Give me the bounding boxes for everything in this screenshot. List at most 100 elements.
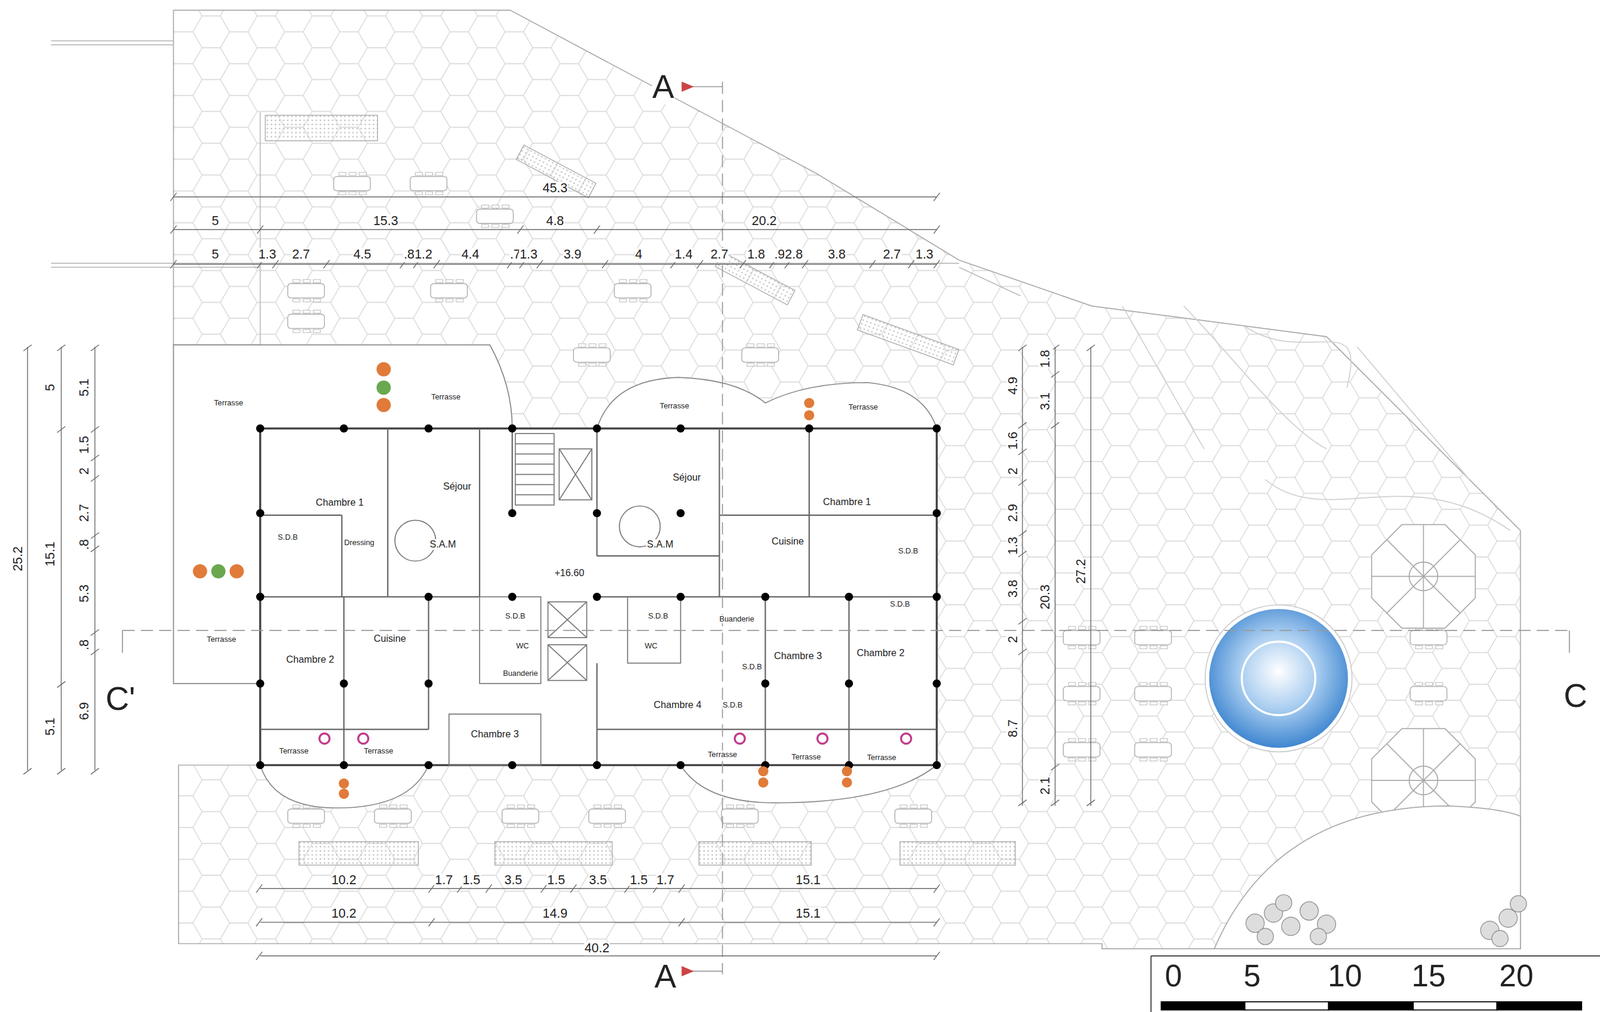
dimension-label: 1.5 (461, 873, 481, 889)
dimension-label: 25.2 (11, 545, 26, 573)
dimension-label: 4.4 (461, 247, 481, 263)
dimension-label: 20.3 (1039, 584, 1054, 611)
dimension-label: 8.7 (1006, 719, 1021, 739)
room-label: Terrasse (848, 403, 879, 412)
room-label: S.D.B (741, 662, 763, 672)
room-label: Séjour (671, 472, 702, 484)
dimension-label: 4.9 (1006, 376, 1021, 396)
dimension-label: 2.7 (882, 247, 902, 263)
dimension-label: 2 (77, 467, 92, 476)
dimension-label: 5 (211, 214, 220, 229)
room-label: Chambre 1 (822, 496, 872, 508)
room-label: Chambre 4 (652, 699, 702, 711)
dimension-label: 10.2 (330, 873, 358, 889)
dimension-label: 2 (1006, 635, 1021, 644)
dimension-label: 1.3 (258, 247, 278, 263)
room-label: Séjour (442, 481, 472, 493)
room-label: S.D.B (277, 533, 299, 542)
dimension-label: 2 (1006, 467, 1021, 476)
dimension-label: 1.2 (413, 247, 433, 263)
dimension-label: 5.3 (77, 584, 92, 604)
room-label: Terrasse (866, 753, 898, 763)
dimension-label: 1.6 (1006, 431, 1021, 451)
dimension-label: 4.5 (352, 247, 373, 263)
dimension-label: 1.7 (434, 873, 454, 889)
dimension-label: 2.8 (784, 247, 804, 263)
room-label: WC (643, 641, 658, 650)
scale-number: 15 (1410, 959, 1446, 994)
room-label: Cuisine (771, 536, 805, 548)
room-label: WC (515, 641, 530, 650)
dimension-label: 1.3 (1006, 536, 1021, 556)
dimension-label: 10.2 (330, 907, 358, 922)
room-label: Chambre 1 (315, 497, 365, 509)
dimension-label: 5.1 (77, 378, 92, 398)
scale-number: 20 (1498, 959, 1534, 994)
dimension-label: 1.5 (629, 873, 649, 889)
room-label: Chambre 2 (285, 654, 335, 666)
scale-number: 10 (1327, 959, 1363, 994)
section-mark: A (651, 68, 675, 105)
dimension-label: 15.1 (794, 873, 822, 889)
dimension-label: 45.3 (542, 181, 569, 196)
room-label: Chambre 3 (470, 729, 520, 740)
dimension-label: 14.9 (542, 907, 569, 922)
scale-number: 5 (1242, 959, 1262, 994)
dimension-label: 3.8 (827, 247, 847, 263)
room-label: Terrasse (430, 392, 462, 402)
dimension-label: 3.5 (588, 873, 608, 889)
room-label: S.D.B (897, 547, 919, 556)
room-label: Chambre 2 (855, 648, 905, 659)
dimension-label: 2.1 (1039, 776, 1054, 796)
room-label: S.D.B (647, 612, 669, 621)
dimension-label: .8 (77, 538, 92, 551)
section-mark: C' (105, 680, 137, 717)
section-mark: A (653, 958, 677, 995)
dimension-label: 40.2 (584, 941, 611, 957)
room-label: Buanderie (502, 669, 539, 678)
dimension-label: 3.8 (1006, 579, 1021, 599)
room-label: S.D.B (504, 612, 526, 621)
scale-number: 0 (1164, 959, 1184, 994)
section-mark: C (1562, 677, 1589, 714)
dimension-label: 1.3 (914, 247, 935, 263)
dimension-label: 15.1 (44, 541, 59, 568)
dimension-label: .8 (77, 639, 92, 651)
room-label: Terrasse (278, 746, 310, 755)
room-label: S.A.M (646, 539, 674, 551)
room-label: Terrasse (790, 753, 822, 762)
room-label: S.D.B (889, 599, 911, 608)
dimension-label: 1.3 (518, 247, 539, 263)
dimension-label: 1.8 (746, 247, 766, 263)
dimension-label: 1.5 (546, 873, 566, 889)
room-label: Chambre 3 (773, 650, 823, 662)
room-label: Terrasse (659, 401, 690, 411)
dimension-label: 2.7 (710, 247, 730, 263)
room-label: Terrasse (213, 398, 244, 408)
dimension-label: 15.3 (372, 214, 399, 229)
dimension-label: 4 (634, 247, 644, 263)
room-label: Terrasse (707, 750, 738, 760)
room-label: +16.60 (553, 567, 585, 579)
dimension-label: 20.2 (751, 214, 778, 229)
dimension-label: 2.9 (1006, 504, 1021, 524)
dimension-label: 2.7 (77, 504, 92, 524)
room-label: Terrasse (206, 635, 237, 644)
dimension-label: 27.2 (1074, 558, 1089, 585)
dimension-label: 5.1 (44, 717, 59, 737)
dimension-label: 6.9 (77, 701, 92, 721)
room-label: Dressing (343, 538, 376, 548)
dimension-label: 3.5 (504, 873, 524, 889)
dimension-label: .9 (773, 247, 786, 263)
dimension-label: 1.4 (674, 247, 694, 263)
dimension-label: 1.7 (655, 873, 675, 889)
dimension-label: 5 (44, 383, 59, 392)
room-label: S.D.B (722, 701, 743, 710)
dimension-label: 2.7 (291, 247, 311, 263)
room-label: S.A.M (428, 539, 457, 551)
dimension-label: 1.5 (77, 435, 92, 455)
dimension-label: 3.9 (563, 247, 583, 263)
room-label: Buanderie (718, 615, 755, 624)
